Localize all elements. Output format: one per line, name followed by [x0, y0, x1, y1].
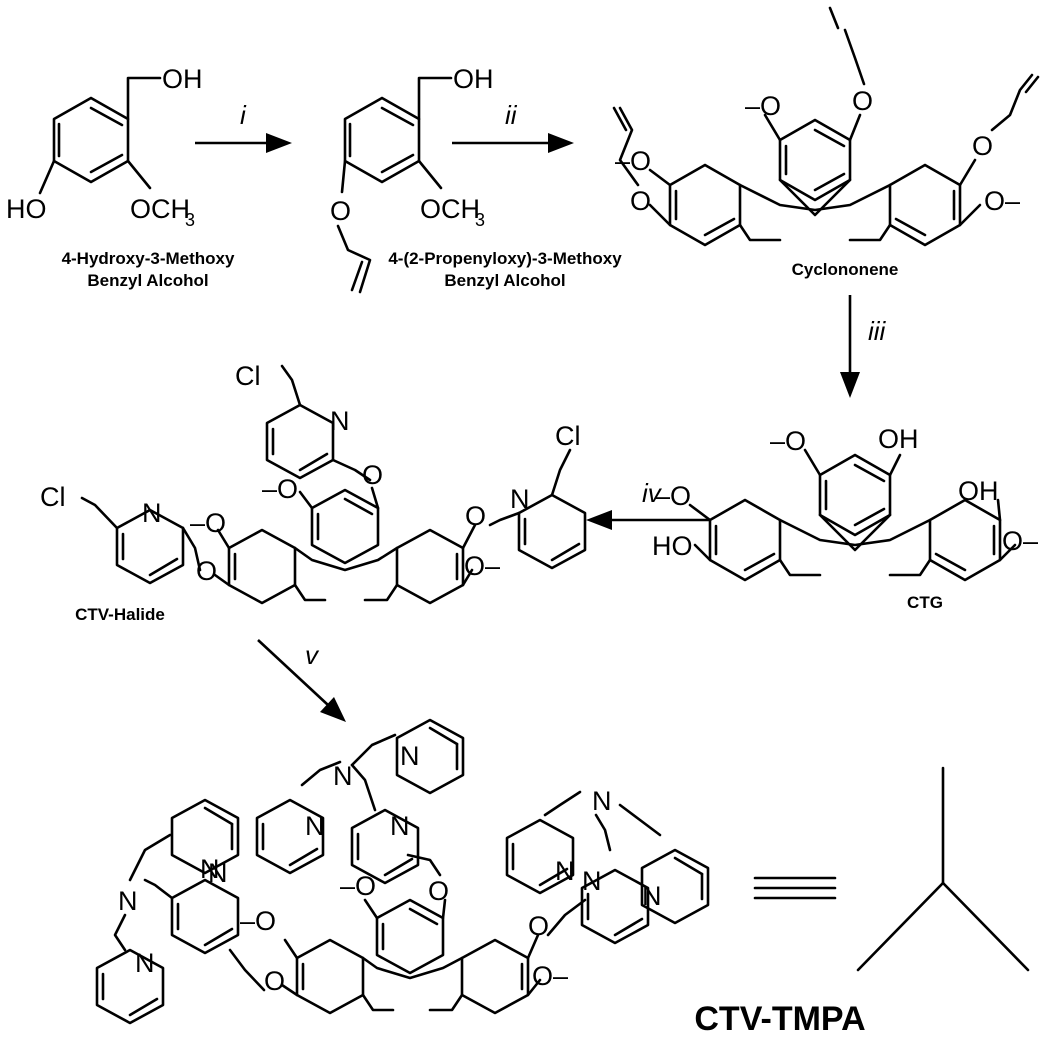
hydroxyl-label: HO — [652, 531, 693, 561]
chlorine-label: Cl — [235, 361, 261, 391]
compound-allyl-vanillyl-alcohol: OH O OCH 3 4-(2-Propenyloxy)-3-Methoxy B… — [330, 64, 622, 294]
compound-name: CTV-Halide — [75, 605, 165, 624]
chlorine-label: Cl — [555, 421, 581, 451]
equivalence-symbol — [753, 876, 837, 900]
compound-name-line1: 4-(2-Propenyloxy)-3-Methoxy — [388, 249, 622, 268]
amine-nitrogen-label: N — [333, 761, 353, 791]
methoxy-label: OCH — [420, 194, 480, 224]
step-label: iii — [868, 316, 887, 346]
compound-name-line1: 4-Hydroxy-3-Methoxy — [62, 249, 235, 268]
compound-name: Cyclononene — [792, 260, 899, 279]
ether-oxygen-label: O — [196, 556, 217, 586]
pyridine-nitrogen-label: N — [400, 741, 420, 771]
hydroxyl-label: OH — [453, 64, 494, 94]
pyridine-nitrogen-label: N — [510, 484, 530, 514]
pyridine-nitrogen-label: N — [390, 811, 410, 841]
ether-oxygen-label: O — [972, 131, 993, 161]
compound-ctv-tmpa: –O –O O– O O O N N N N N N — [95, 718, 710, 1025]
tripod-schematic — [856, 766, 1030, 972]
methoxy-label: O– — [532, 961, 568, 991]
reaction-arrow-iii: iii — [840, 295, 887, 398]
ether-oxygen-label: O — [330, 196, 351, 226]
ether-oxygen-label: O — [362, 460, 383, 490]
compound-name-ctv-tmpa: CTV-TMPA — [694, 1000, 865, 1038]
ether-oxygen-label: O — [630, 186, 651, 216]
compound-name: CTG — [907, 593, 943, 612]
pyridine-nitrogen-label: N — [208, 858, 228, 888]
subscript-label: 3 — [475, 210, 485, 230]
methoxy-label: O– — [984, 186, 1020, 216]
reaction-arrow-iv: iv — [586, 478, 710, 530]
ether-oxygen-label: O — [852, 86, 873, 116]
step-label: i — [240, 100, 247, 130]
ether-oxygen-label: O — [264, 966, 285, 996]
methoxy-label: –O — [262, 474, 298, 504]
pyridine-nitrogen-label: N — [555, 856, 575, 886]
ether-oxygen-label: O — [428, 876, 449, 906]
methoxy-label: O– — [1002, 526, 1038, 556]
step-label: iv — [642, 478, 663, 508]
methoxy-label: –O — [655, 481, 691, 511]
methoxy-label: –O — [745, 91, 781, 121]
hydroxyl-label: HO — [6, 194, 47, 224]
compound-ctg: –O OH –O HO OH O– CTG — [652, 424, 1038, 612]
hydroxyl-label: OH — [162, 64, 203, 94]
benzene-ring — [343, 96, 421, 184]
pyridine-nitrogen-label: N — [135, 948, 155, 978]
amine-nitrogen-label: N — [592, 786, 612, 816]
pyridine-nitrogen-label: N — [305, 811, 325, 841]
pyridine-nitrogen-label: N — [330, 406, 350, 436]
reaction-arrow-v: v — [257, 639, 346, 722]
compound-name-line2: Benzyl Alcohol — [87, 271, 208, 290]
compound-ctv-halide: –O –O O– O O O N Cl N Cl N Cl CT — [40, 361, 587, 624]
compound-name-line2: Benzyl Alcohol — [444, 271, 565, 290]
hydroxyl-label: OH — [958, 476, 999, 506]
subscript-label: 3 — [185, 210, 195, 230]
ether-oxygen-label: O — [465, 501, 486, 531]
ether-oxygen-label: O — [528, 911, 549, 941]
compound-vanillyl-alcohol: OH HO OCH 3 4-Hydroxy-3-Methoxy Benzyl A… — [6, 64, 235, 290]
pyridine-nitrogen-label: N — [642, 881, 662, 911]
methoxy-label: O– — [464, 551, 500, 581]
hydroxyl-label: OH — [878, 424, 919, 454]
step-label: v — [305, 640, 320, 670]
chlorine-label: Cl — [40, 482, 66, 512]
methoxy-label: –O — [240, 906, 276, 936]
pyridine-nitrogen-label: N — [582, 866, 602, 896]
compound-cyclononene: –O O –O O O O– Cyclononene — [612, 6, 1040, 279]
amine-nitrogen-label: N — [118, 886, 138, 916]
methoxy-label: OCH — [130, 194, 190, 224]
methoxy-label: –O — [770, 426, 806, 456]
benzene-ring — [52, 96, 130, 184]
pyridine-nitrogen-label: N — [200, 854, 220, 884]
reaction-arrow-ii: ii — [452, 100, 574, 153]
methoxy-label: –O — [190, 508, 226, 538]
reaction-arrow-i: i — [195, 100, 292, 153]
step-label: ii — [505, 100, 518, 130]
pyridine-nitrogen-label: N — [142, 498, 162, 528]
